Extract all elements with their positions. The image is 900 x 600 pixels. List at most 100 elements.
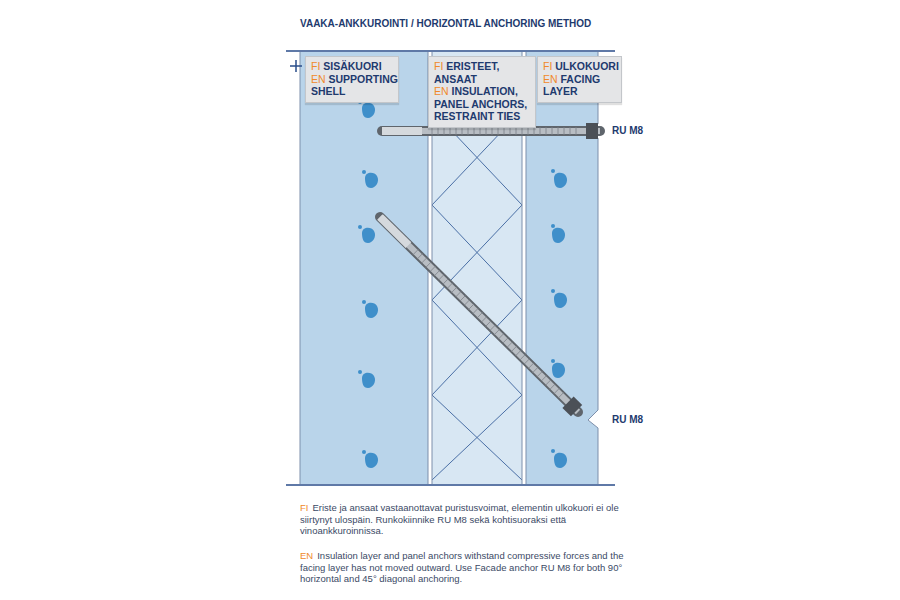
language-tag: EN [434, 85, 449, 97]
anchor-thread [473, 308, 479, 314]
anchor-nut [562, 396, 582, 416]
anchor-thread [540, 127, 541, 135]
layer-name: ULKOKUORI [555, 60, 619, 72]
anchor-thread [558, 127, 559, 135]
layer-label-box: FI ERISTEET, ANSAATEN INSULATION, PANEL … [428, 56, 536, 128]
supporting-shell [300, 52, 428, 484]
insulation-tie-line [432, 110, 522, 480]
top-line [286, 50, 615, 52]
anchor-thread [494, 329, 500, 335]
anchor-thread [554, 388, 560, 394]
language-tag: EN [300, 550, 313, 561]
anchor-thread [477, 312, 483, 318]
anchor-thread [451, 287, 457, 293]
anchor-sleeve [380, 217, 408, 245]
anchor-thread [432, 127, 433, 135]
aggregate-stone [362, 170, 366, 174]
anchor-thread [503, 338, 509, 344]
aggregate-stone [362, 103, 375, 118]
anchor-thread [522, 127, 523, 135]
anchor-thread [541, 376, 547, 382]
anchor-thread [528, 127, 529, 135]
facing-layer [526, 52, 598, 484]
layer-name: ERISTEET, ANSAAT [434, 60, 499, 85]
anchor-thread [564, 127, 565, 135]
anchor-thread [417, 253, 423, 259]
anchor-thread [456, 291, 462, 297]
anchor-thread [430, 266, 436, 272]
anchor-thread [486, 127, 487, 135]
anchor-thread [492, 127, 493, 135]
anchor-nut [586, 123, 598, 139]
aggregate-stone [554, 453, 567, 468]
aggregate-stone [365, 453, 378, 468]
anchor-thread [450, 127, 451, 135]
anchor-rod [382, 126, 600, 136]
anchor-thread [511, 346, 517, 352]
facing-edge [588, 52, 598, 484]
bottom-line [286, 484, 615, 486]
anchor-rod-highlight [380, 217, 578, 412]
insulation-tie-line [432, 110, 522, 480]
language-tag: FI [543, 60, 552, 72]
anchor-thread [516, 127, 517, 135]
language-tag: FI [300, 502, 308, 513]
anchor-thread [460, 296, 466, 302]
aggregate-stone [552, 363, 565, 378]
anchor-thread [438, 127, 439, 135]
plus-mark [290, 60, 302, 72]
aggregate-stone [365, 303, 378, 318]
anchor-thread [528, 363, 534, 369]
anchor-thread [515, 350, 521, 356]
anchor-thread [576, 127, 577, 135]
layer-label-box: FI ULKOKUORIEN FACING LAYER [537, 56, 622, 103]
aggregate-stone [551, 449, 555, 453]
anchor-thread [443, 279, 449, 285]
anchor-thread [520, 354, 526, 360]
caption-text: Insulation layer and panel anchors withs… [300, 550, 624, 584]
anchor-thread [504, 127, 505, 135]
anchor-thread [456, 127, 457, 135]
anchor-thread [534, 127, 535, 135]
anchor-thread [474, 127, 475, 135]
aggregate-stone [362, 300, 366, 304]
anchor-thread [498, 333, 504, 339]
anchor-rod-highlight [382, 128, 600, 134]
anchor-thread [468, 127, 469, 135]
anchor-thread [510, 127, 511, 135]
anchor-label: RU M8 [612, 414, 643, 425]
anchor-thread [481, 317, 487, 323]
language-tag: FI [311, 60, 320, 72]
anchor-thread [537, 371, 543, 377]
caption-paragraph: ENInsulation layer and panel anchors wit… [300, 550, 630, 585]
anchor-thread [570, 127, 571, 135]
anchor-thread [490, 325, 496, 331]
diagonal-anchor [380, 217, 582, 416]
aggregate-stone [551, 169, 555, 173]
language-tag: FI [434, 60, 443, 72]
anchor-thread [464, 300, 470, 306]
anchor-thread [552, 127, 553, 135]
aggregate-stone [365, 173, 378, 188]
aggregate-stone [552, 228, 565, 243]
layer-label-box: FI SISÄKUORIEN SUPPORTING SHELL [305, 56, 399, 103]
caption-paragraph: FIEriste ja ansaat vastaanottavat purist… [300, 502, 630, 537]
aggregate-stone [358, 225, 362, 229]
anchor-thread [413, 249, 419, 255]
anchor-label: RU M8 [612, 125, 643, 136]
aggregate-stone [554, 293, 567, 308]
anchor-thread [426, 262, 432, 268]
anchor-thread [546, 127, 547, 135]
anchor-thread [480, 127, 481, 135]
anchor-sleeve [382, 127, 422, 135]
anchor-thread [558, 392, 564, 398]
aggregate-stone [362, 373, 375, 388]
aggregate-stone [554, 173, 567, 188]
caption-text: Eriste ja ansaat vastaanottavat puristus… [300, 502, 619, 536]
anchor-thread [447, 283, 453, 289]
aggregate-stone [551, 359, 555, 363]
anchor-thread [438, 274, 444, 280]
anchor-thread [507, 342, 513, 348]
anchor-thread [421, 258, 427, 264]
anchor-thread [524, 359, 530, 365]
